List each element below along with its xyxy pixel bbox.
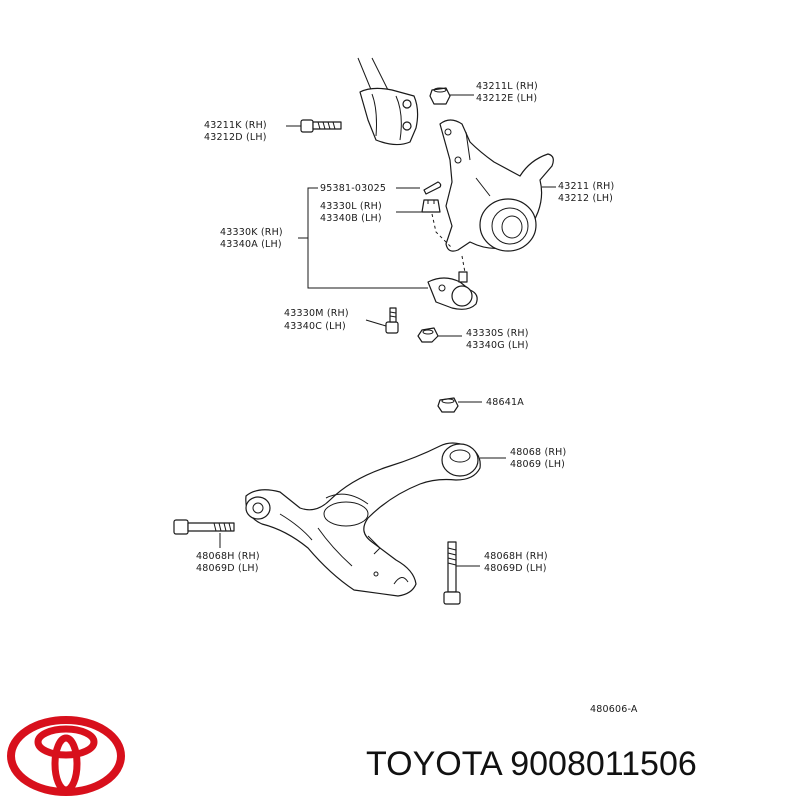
cotter-pin [423,181,442,195]
ball-joint-bolt [385,307,399,334]
part-label: 48068 (RH) [510,447,566,458]
strut-nut [429,87,451,105]
part-label: 48068H (RH) [196,551,260,562]
diagram-code: 480606-A [590,704,638,715]
part-label: 43212D (LH) [204,132,267,143]
part-label: 48069D (LH) [484,563,547,574]
part-label: 43340G (LH) [466,340,529,351]
toyota-logo [7,716,125,796]
part-label: 43330S (RH) [466,328,529,339]
front-arm-bolt [173,519,235,535]
strut-tube [357,57,419,146]
arm-nut [437,397,459,413]
part-label: 43211 (RH) [558,181,614,192]
brand-part-number: TOYOTA 9008011506 [366,745,697,783]
part-label: 43212E (LH) [476,93,537,104]
castle-nut [421,199,441,213]
leader-ball-joint-bolt [365,319,387,327]
lower-control-arm [245,442,481,597]
part-label: 43211K (RH) [204,120,267,131]
part-label: 95381-03025 [320,183,386,194]
part-label: 43340C (LH) [284,321,346,332]
part-label: 43212 (LH) [558,193,613,204]
ball-joint-nut [417,327,439,343]
part-label: 48069D (LH) [196,563,259,574]
part-label: 43330K (RH) [220,227,283,238]
ball-joint [427,271,478,310]
part-label: 43211L (RH) [476,81,538,92]
part-label: 43330M (RH) [284,308,349,319]
part-label: 43340A (LH) [220,239,282,250]
rear-arm-bolt [443,541,461,605]
part-label: 48068H (RH) [484,551,548,562]
part-label: 43330L (RH) [320,201,382,212]
part-label: 43340B (LH) [320,213,382,224]
part-label: 48641A [486,397,524,408]
part-label: 48069 (LH) [510,459,565,470]
steering-knuckle [439,119,554,252]
strut-bolt [300,119,342,133]
